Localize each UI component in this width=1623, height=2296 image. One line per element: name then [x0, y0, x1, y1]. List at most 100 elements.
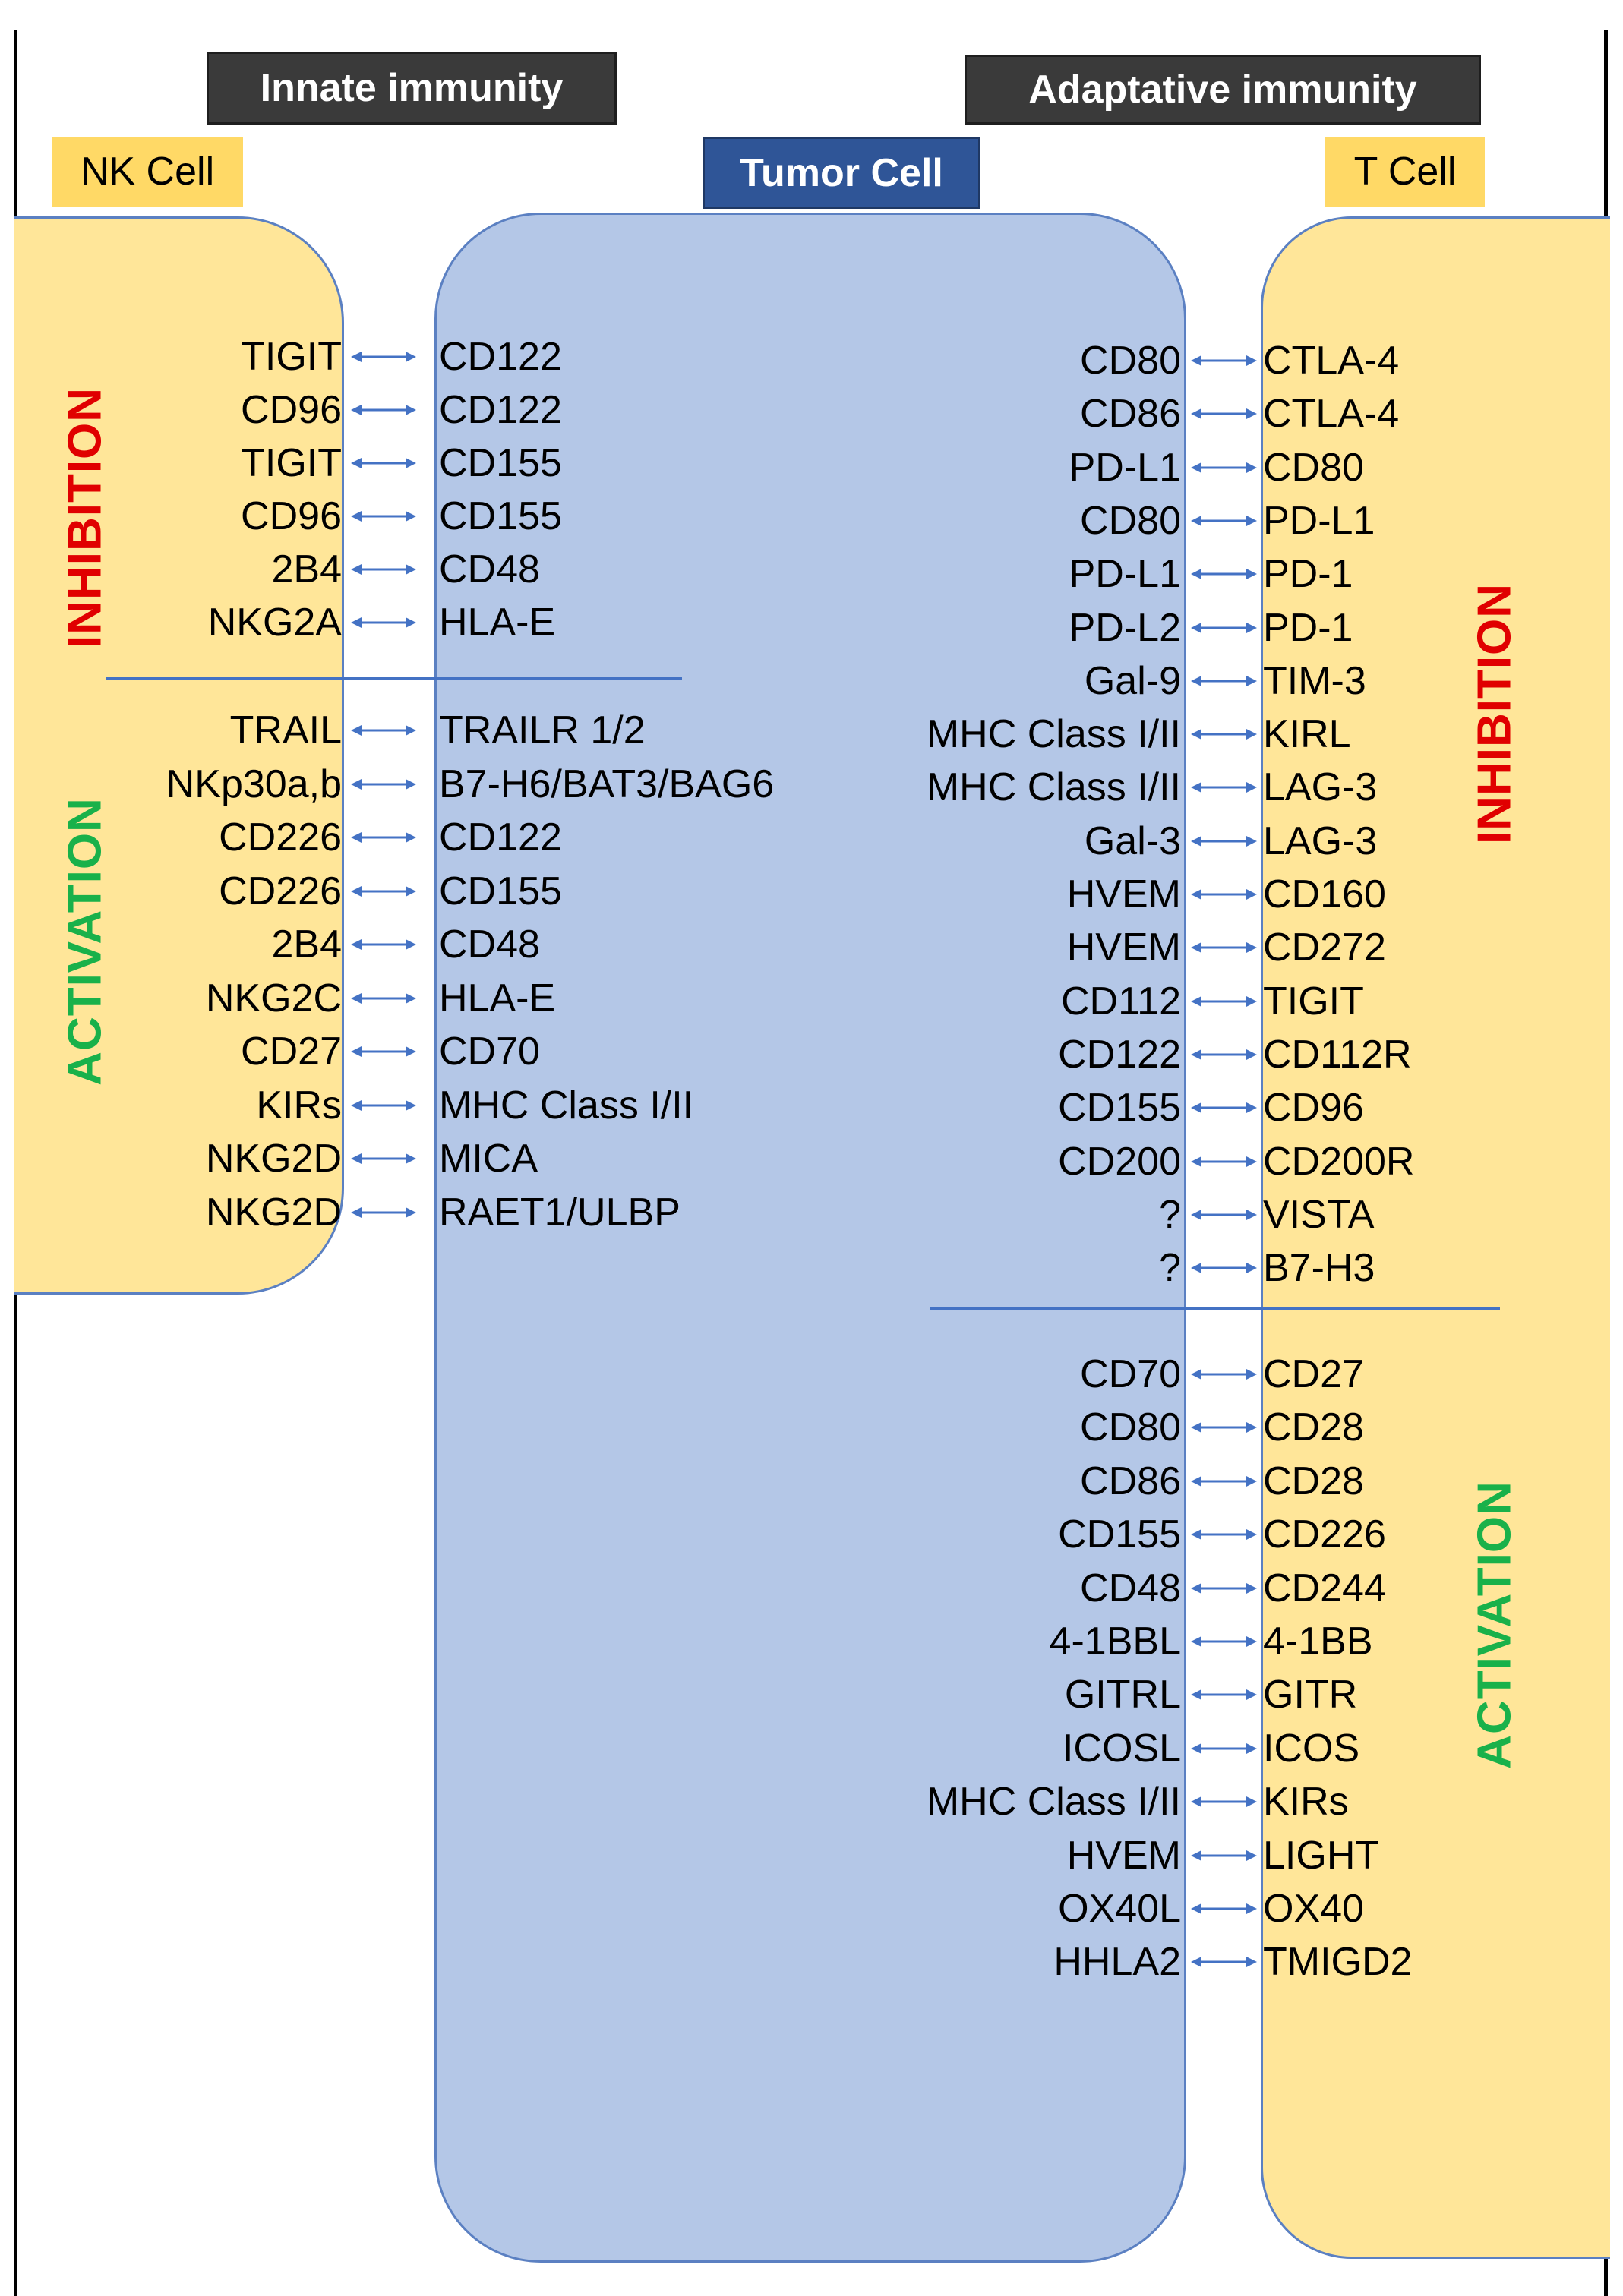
bidirectional-arrow-icon — [351, 458, 416, 468]
tumor-ligand-label: Gal-9 — [1084, 658, 1181, 703]
nk-receptor-label: CD27 — [241, 1030, 342, 1074]
t-receptor-label: CD96 — [1263, 1086, 1364, 1131]
t-receptor-label: CD244 — [1263, 1566, 1386, 1610]
tumor-ligand-label: PD-L1 — [1069, 445, 1181, 490]
bidirectional-arrow-icon — [1191, 675, 1257, 686]
tumor-ligand-label: CD122 — [439, 335, 562, 379]
bidirectional-arrow-icon — [351, 725, 416, 736]
nk-receptor-label: 2B4 — [271, 922, 342, 967]
bidirectional-arrow-icon — [1191, 408, 1257, 420]
tumor-ligand-label: HLA-E — [439, 601, 556, 645]
bidirectional-arrow-icon — [351, 939, 416, 950]
bidirectional-arrow-icon — [1191, 1156, 1257, 1167]
bidirectional-arrow-icon — [1191, 1742, 1257, 1754]
tumor-ligand-label: MHC Class I/II — [926, 765, 1181, 810]
t-receptor-label: ICOS — [1263, 1726, 1360, 1771]
bidirectional-arrow-icon — [1191, 355, 1257, 366]
t-receptor-label: 4-1BB — [1263, 1620, 1373, 1664]
bidirectional-arrow-icon — [1191, 1102, 1257, 1114]
tumor-ligand-label: MHC Class I/II — [439, 1083, 694, 1128]
tumor-ligand-label: CD122 — [1058, 1032, 1181, 1077]
tumor-ligand-label: HVEM — [1066, 1833, 1181, 1878]
bidirectional-arrow-icon — [1191, 1689, 1257, 1701]
bidirectional-arrow-icon — [351, 992, 416, 1004]
t-receptor-label: CD272 — [1263, 926, 1386, 970]
tumor-ligand-label: CD86 — [1080, 392, 1181, 437]
t-receptor-label: CTLA-4 — [1263, 339, 1400, 383]
tumor-ligand-label: CD48 — [1080, 1566, 1181, 1610]
t-receptor-label: PD-1 — [1263, 605, 1353, 650]
tumor-ligand-label: CD155 — [1058, 1086, 1181, 1131]
tumor-ligand-label: MHC Class I/II — [926, 712, 1181, 757]
bidirectional-arrow-icon — [351, 617, 416, 628]
tumor-ligand-label: HLA-E — [439, 976, 556, 1020]
nk-receptor-label: TRAIL — [229, 708, 342, 752]
t-cell-tag: T Cell — [1325, 137, 1485, 207]
t-cell-body — [1261, 216, 1610, 2259]
t-receptor-label: LAG-3 — [1263, 818, 1378, 863]
bidirectional-arrow-icon — [1191, 622, 1257, 633]
t-section-divider — [930, 1307, 1500, 1310]
t-receptor-label: CD200R — [1263, 1139, 1415, 1184]
nk-receptor-label: NKG2A — [207, 601, 342, 645]
nk-section-divider — [106, 677, 682, 680]
bidirectional-arrow-icon — [351, 1099, 416, 1111]
tumor-ligand-label: ? — [1159, 1192, 1181, 1237]
tumor-ligand-label: ? — [1159, 1246, 1181, 1291]
t-receptor-label: CD226 — [1263, 1512, 1386, 1557]
bidirectional-arrow-icon — [1191, 1903, 1257, 1914]
tumor-ligand-label: CD86 — [1080, 1459, 1181, 1503]
tumor-ligand-label: HHLA2 — [1053, 1940, 1181, 1985]
tumor-ligand-label: CD155 — [439, 441, 562, 485]
tumor-ligand-label: B7-H6/BAT3/BAG6 — [439, 762, 775, 806]
bidirectional-arrow-icon — [1191, 835, 1257, 847]
t-receptor-label: CD27 — [1263, 1352, 1364, 1396]
bidirectional-arrow-icon — [351, 511, 416, 522]
t-receptor-label: B7-H3 — [1263, 1246, 1375, 1291]
nk-receptor-label: TIGIT — [241, 335, 342, 379]
tumor-ligand-label: CD48 — [439, 547, 540, 591]
tumor-ligand-label: 4-1BBL — [1049, 1620, 1181, 1664]
tumor-ligand-label: OX40L — [1058, 1887, 1181, 1931]
nk-receptor-label: NKG2C — [205, 976, 342, 1020]
tumor-ligand-label: PD-L1 — [1069, 552, 1181, 597]
nk-receptor-label: NKp30a,b — [166, 762, 342, 806]
bidirectional-arrow-icon — [1191, 995, 1257, 1007]
bidirectional-arrow-icon — [351, 778, 416, 790]
bidirectional-arrow-icon — [1191, 1582, 1257, 1594]
bidirectional-arrow-icon — [1191, 1049, 1257, 1060]
bidirectional-arrow-icon — [1191, 1850, 1257, 1861]
bidirectional-arrow-icon — [1191, 1209, 1257, 1220]
tumor-ligand-label: MICA — [439, 1137, 538, 1181]
t-receptor-label: LAG-3 — [1263, 765, 1378, 810]
bidirectional-arrow-icon — [1191, 1369, 1257, 1380]
tumor-ligand-label: CD122 — [439, 815, 562, 859]
tumor-ligand-label: CD48 — [439, 922, 540, 967]
bidirectional-arrow-icon — [1191, 1529, 1257, 1541]
t-receptor-label: GITR — [1263, 1673, 1358, 1717]
nk-receptor-label: CD96 — [241, 388, 342, 432]
bidirectional-arrow-icon — [1191, 1422, 1257, 1433]
nk-receptor-label: CD226 — [219, 815, 342, 859]
t-receptor-label: TIGIT — [1263, 979, 1364, 1023]
t-receptor-label: CD160 — [1263, 872, 1386, 916]
tumor-cell-body — [434, 213, 1186, 2263]
tumor-ligand-label: ICOSL — [1062, 1726, 1181, 1771]
bidirectional-arrow-icon — [1191, 1957, 1257, 1968]
bidirectional-arrow-icon — [351, 1153, 416, 1164]
t-receptor-label: CD80 — [1263, 445, 1364, 490]
bidirectional-arrow-icon — [351, 1046, 416, 1057]
tumor-ligand-label: MHC Class I/II — [926, 1780, 1181, 1824]
bidirectional-arrow-icon — [1191, 462, 1257, 473]
nk-receptor-label: TIGIT — [241, 441, 342, 485]
nk-cell-tag: NK Cell — [52, 137, 243, 207]
t-receptor-label: CTLA-4 — [1263, 392, 1400, 437]
tumor-ligand-label: CD70 — [1080, 1352, 1181, 1396]
bidirectional-arrow-icon — [351, 405, 416, 415]
t-receptor-label: KIRL — [1263, 712, 1351, 757]
bidirectional-arrow-icon — [1191, 1636, 1257, 1647]
tumor-ligand-label: RAET1/ULBP — [439, 1190, 680, 1235]
tumor-ligand-label: CD80 — [1080, 498, 1181, 543]
t-receptor-label: PD-1 — [1263, 552, 1353, 597]
bidirectional-arrow-icon — [1191, 889, 1257, 900]
